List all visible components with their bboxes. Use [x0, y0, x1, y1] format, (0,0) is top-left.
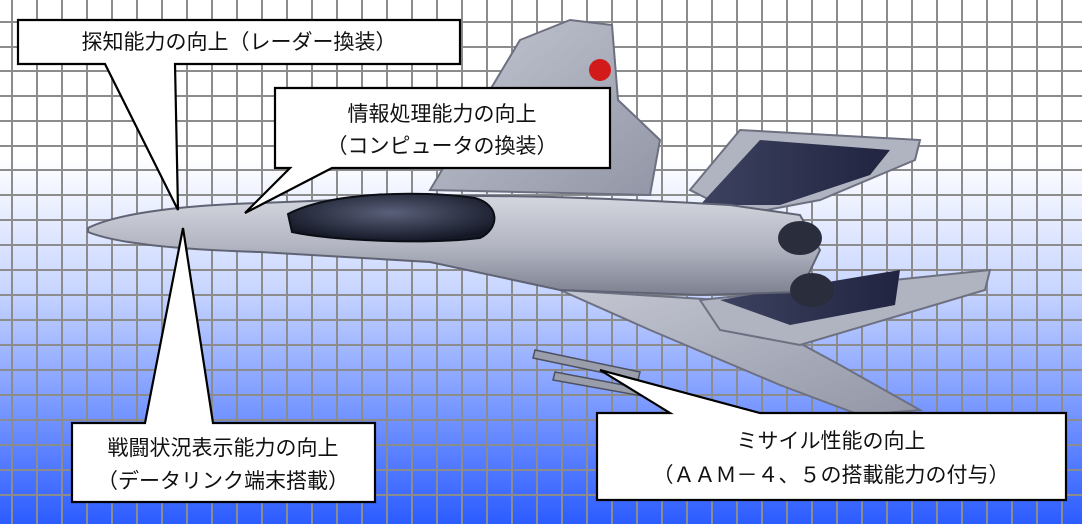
callout-info-processing: 情報処理能力の向上 （コンピュータの換装） [244, 86, 612, 214]
callout-situation-display-line2: （データリンク端末搭載） [97, 469, 349, 493]
callout-detection: 探知能力の向上（レーダー換装） [16, 18, 462, 211]
callout-situation-display: 戦闘状況表示能力の向上 （データリンク端末搭載） [70, 227, 377, 504]
aircraft-tail-fin-upper [700, 140, 890, 205]
callout-missile-box [595, 368, 1068, 502]
callout-situation-display-line1: 戦闘状況表示能力の向上 [108, 436, 339, 460]
callout-missile-line1: ミサイル性能の向上 [737, 429, 926, 453]
aircraft-fuselage [87, 194, 822, 297]
hinomaru-roundel [589, 59, 611, 81]
aircraft-engine-nozzle-lower [790, 273, 834, 307]
callout-info-processing-line2: （コンピュータの換装） [327, 134, 558, 158]
callout-info-processing-line1: 情報処理能力の向上 [348, 102, 537, 126]
callout-detection-line1: 探知能力の向上（レーダー換装） [82, 30, 397, 54]
callout-missile-line2: （ＡＡＭ－４、５の搭載能力の付与） [653, 463, 1010, 487]
callout-situation-display-box [70, 227, 377, 504]
callout-info-processing-box [244, 86, 612, 214]
callout-detection-box [16, 18, 462, 211]
aircraft-canopy [286, 192, 496, 243]
callout-missile: ミサイル性能の向上 （ＡＡＭ－４、５の搭載能力の付与） [595, 368, 1068, 502]
aircraft-engine-nozzle-upper [778, 221, 822, 255]
